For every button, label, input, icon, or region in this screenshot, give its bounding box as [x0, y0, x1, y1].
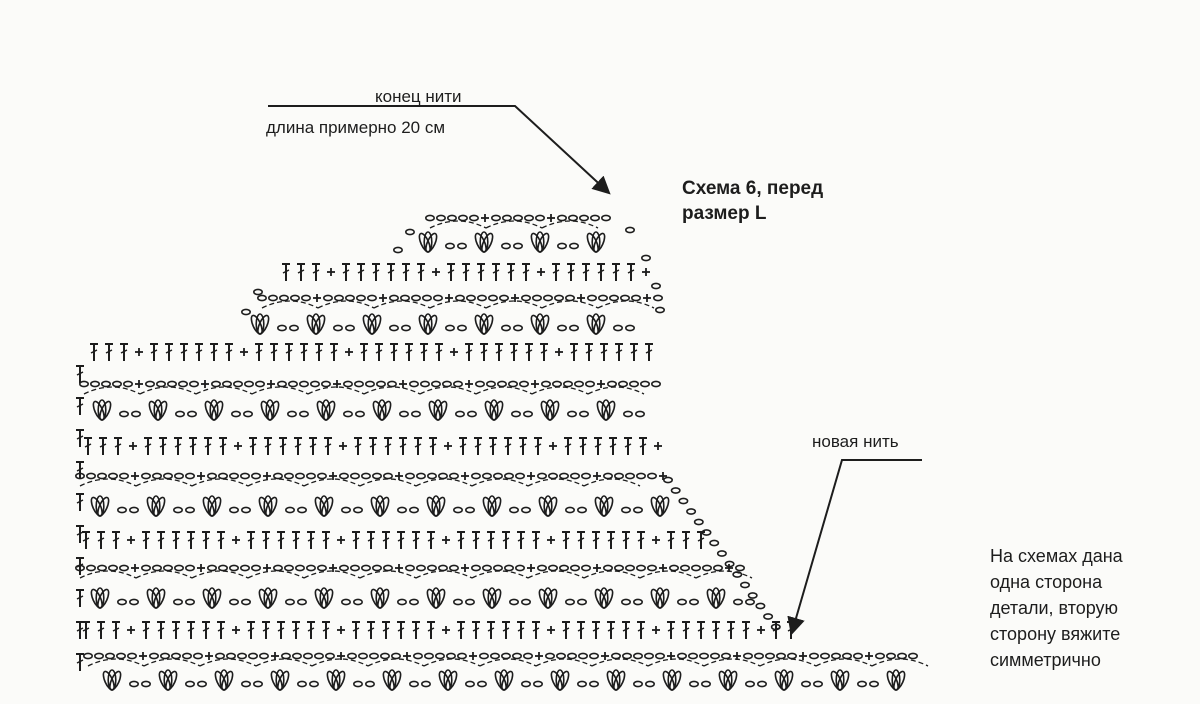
- symmetry-note: На схемах дана одна сторона детали, втор…: [990, 543, 1123, 673]
- symmetry-note-line-5: симметрично: [990, 650, 1101, 670]
- symmetry-note-line-1: На схемах дана: [990, 546, 1123, 566]
- chart-title-line-1: Схема 6, перед: [682, 178, 824, 199]
- symmetry-note-line-2: одна сторона: [990, 572, 1103, 592]
- thread-end-label: конец нити: [375, 87, 462, 106]
- new-thread-label: новая нить: [812, 432, 899, 451]
- new-thread-pointer: [787, 459, 922, 636]
- chart-title: Схема 6, перед размер L: [682, 176, 823, 226]
- thread-length-label: длина примерно 20 см: [266, 118, 446, 137]
- stitch-grid: [75, 214, 929, 691]
- chart-title-line-2: размер L: [682, 203, 767, 224]
- symmetry-note-line-4: сторону вяжите: [990, 624, 1121, 644]
- thread-end-pointer: [268, 105, 611, 195]
- symmetry-note-line-3: детали, вторую: [990, 598, 1119, 618]
